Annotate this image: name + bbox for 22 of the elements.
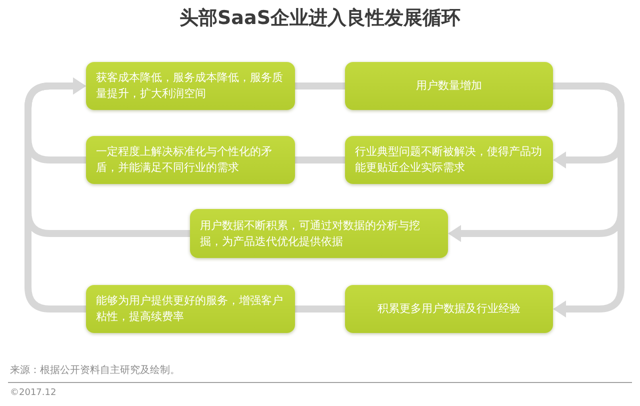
connector-line bbox=[295, 82, 345, 90]
box-text: 积累更多用户数据及行业经验 bbox=[378, 301, 520, 317]
process-box bbox=[86, 136, 295, 184]
flow-arrow bbox=[553, 82, 624, 318]
connector-line bbox=[295, 156, 345, 164]
box-text: 用户数据不断积累，可通过对数据的分析与挖掘，为产品迭代优化提供依据 bbox=[200, 218, 421, 250]
copyright-note: ©2017.12 bbox=[10, 387, 56, 400]
process-box bbox=[86, 285, 295, 333]
box-text: 用户数量增加 bbox=[416, 78, 482, 94]
connector-line bbox=[295, 306, 345, 312]
process-box bbox=[86, 62, 295, 110]
process-box bbox=[345, 62, 553, 110]
process-box bbox=[345, 285, 553, 333]
box-text: 能够为用户提供更好的服务，增强客户粘性，提高续费率 bbox=[96, 293, 284, 325]
source-note: 来源：根据公开资料自主研究及绘制。 bbox=[10, 364, 180, 378]
process-box bbox=[345, 136, 553, 184]
diagram-title: 头部SaaS企业进入良性发展循环 bbox=[180, 6, 460, 31]
box-text: 行业典型问题不断被解决，使得产品功能更贴近企业实际需求 bbox=[355, 144, 543, 176]
flow-arrow bbox=[24, 78, 86, 312]
process-box bbox=[190, 209, 448, 258]
box-text: 获客成本降低，服务成本降低，服务质量提升，扩大利润空间 bbox=[96, 70, 284, 102]
box-text: 一定程度上解决标准化与个性化的矛盾，并能满足不同行业的需求 bbox=[96, 144, 273, 176]
